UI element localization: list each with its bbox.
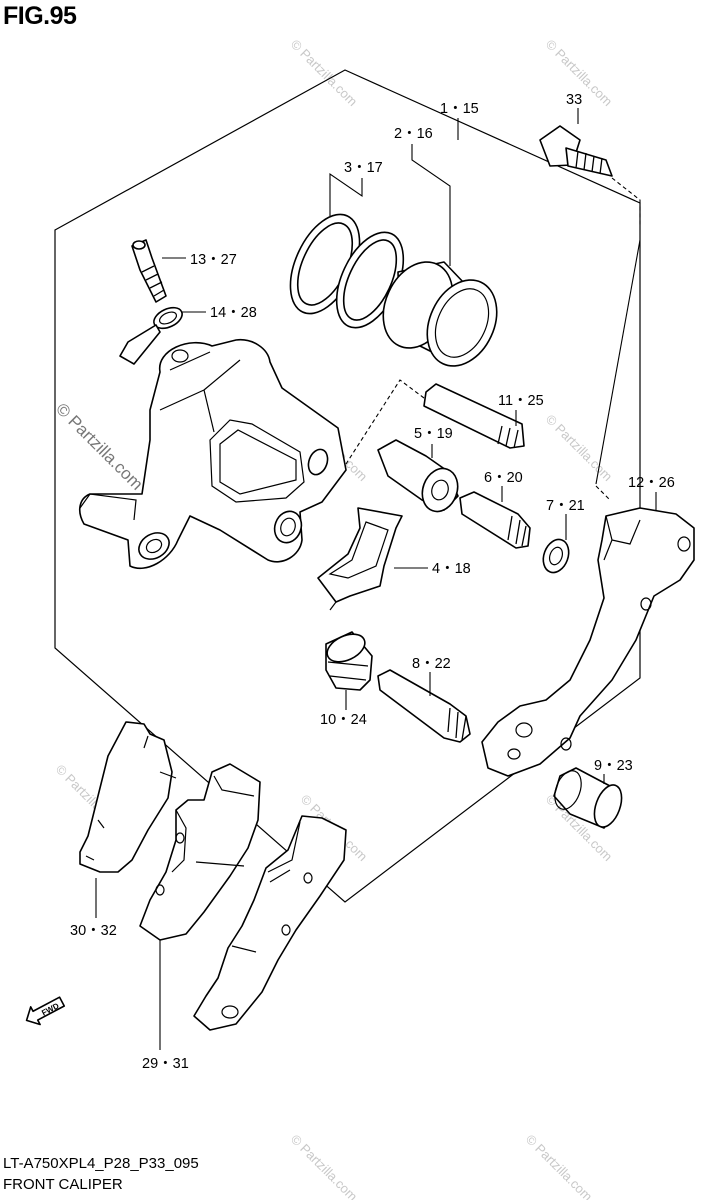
leader-12-dashed [595,485,611,501]
leader-3-17 [329,172,363,216]
slide-pin-dust-boot [325,631,373,691]
leader-bracket-dashed [595,239,641,485]
leader-lines [95,108,657,1050]
watermark-group: © Partzilla.com © Partzilla.com © Partzi… [52,37,615,1200]
callout-6-20: 6・20 [484,470,523,486]
callout-labels: 1・15 2・16 3・17 33 13・27 14・28 11・25 5・19… [70,92,675,1072]
callout-29-31: 29・31 [142,1056,189,1072]
caliper-body [78,338,347,570]
figure-name: FRONT CALIPER [3,1176,123,1193]
slide-pin-upper [423,383,525,449]
caliper-mounting-bolt [539,125,613,177]
callout-11-25: 11・25 [498,393,544,409]
washer [542,538,570,574]
figure-title: FIG.95 [3,2,77,30]
leader-33-dashed [611,177,641,226]
callout-4-18: 4・18 [432,561,471,577]
brake-pad-outer [193,815,347,1031]
callout-33: 33 [566,92,582,108]
callout-8-22: 8・22 [412,656,451,672]
watermark-large: © Partzilla.com [52,399,146,493]
caliper-piston [382,261,498,367]
callout-30-32: 30・32 [70,923,117,939]
bracket-slide-pin [377,669,471,743]
callout-7-21: 7・21 [546,498,585,514]
watermark: © Partzilla.com [288,37,361,110]
callout-1-15: 1・15 [440,101,479,117]
slide-pin-boot [377,439,459,513]
slide-pin-lower [459,491,531,549]
leader-11-dashed [345,379,425,465]
callout-9-23: 9・23 [594,758,633,774]
caliper-bracket [481,507,695,777]
callout-10-24: 10・24 [320,712,367,728]
brake-pad-shim [79,721,177,873]
forward-direction-arrow: FWD [25,996,66,1026]
watermark: © Partzilla.com [523,1132,596,1200]
bleeder-valve [131,239,167,303]
bracket-collar [553,767,623,829]
watermark: © Partzilla.com [288,1132,361,1200]
watermark: © Partzilla.com [543,412,616,485]
callout-14-28: 14・28 [210,305,257,321]
callout-5-19: 5・19 [414,426,453,442]
callout-2-16: 2・16 [394,126,433,142]
figure-model-code: LT-A750XPL4_P28_P33_095 [3,1155,199,1172]
pad-spring [317,507,403,611]
assembly-boundary [54,69,641,903]
leader-2-16 [411,144,451,266]
callout-12-26: 12・26 [628,475,675,491]
callout-3-17: 3・17 [344,160,383,176]
callout-13-27: 13・27 [190,252,237,268]
bleeder-cap [119,306,183,365]
